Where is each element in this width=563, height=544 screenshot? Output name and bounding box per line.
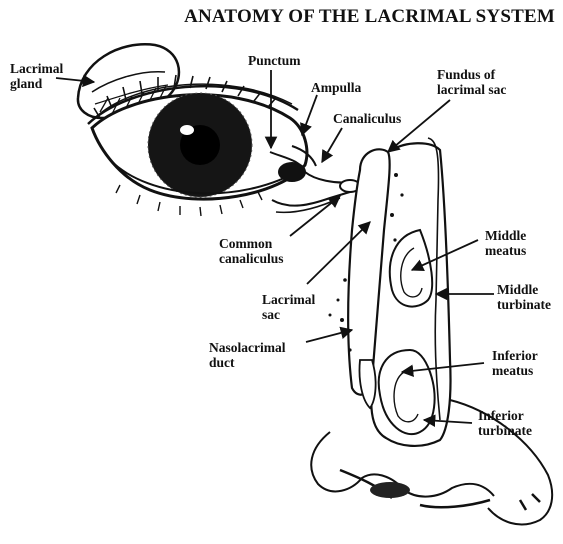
label-inferior-meatus: Inferior meatus [492,348,538,378]
label-fundus-of-lacrimal-sac: Fundus of lacrimal sac [437,67,506,97]
label-inferior-turbinate: Inferior turbinate [478,408,532,438]
label-middle-turbinate: Middle turbinate [497,282,551,312]
label-lacrimal-gland: Lacrimal gland [10,61,63,91]
label-punctum: Punctum [248,53,301,68]
label-lacrimal-sac: Lacrimal sac [262,292,315,322]
label-common-canaliculus: Common canaliculus [219,236,284,266]
label-canaliculus: Canaliculus [333,111,401,126]
label-middle-meatus: Middle meatus [485,228,526,258]
label-ampulla: Ampulla [311,80,361,95]
label-nasolacrimal-duct: Nasolacrimal duct [209,340,286,370]
